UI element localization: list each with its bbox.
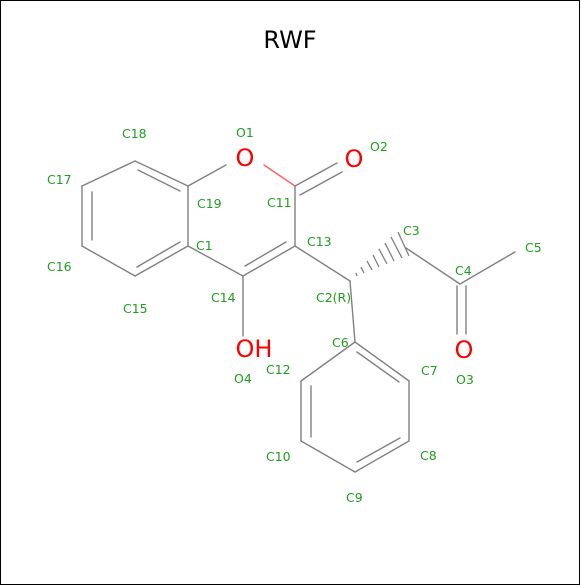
bond-c19-c18 — [134, 160, 189, 187]
atom-label-c8: C8 — [420, 448, 437, 463]
atom-label-c11: C11 — [267, 195, 292, 210]
bond-c14-c1 — [187, 245, 244, 277]
atom-label-c2: C2(R) — [316, 290, 351, 305]
atom-label-c13: C13 — [307, 234, 332, 249]
bond-c11-o2-a — [294, 162, 338, 187]
atom-label-c4: C4 — [455, 263, 472, 278]
atom-label-c5: C5 — [525, 240, 542, 255]
bond-inner-c13-c14 — [244, 241, 287, 267]
atom-label-c10: C10 — [266, 449, 291, 464]
bond-c2-c3-hashed-wedge — [355, 231, 410, 277]
bond-inner-c8-c9 — [356, 437, 401, 463]
ring-oxygen-symbol: O — [236, 144, 255, 172]
atom-label-c6: C6 — [332, 335, 349, 350]
atom-label-c9: C9 — [346, 490, 363, 505]
ketone-oxygen-symbol: O — [455, 336, 474, 364]
bond-c4-c5 — [459, 251, 516, 285]
atom-label-o3: O3 — [456, 372, 474, 387]
atom-label-o4: O4 — [234, 371, 252, 386]
bond-c9-c10 — [300, 440, 356, 473]
bond-c12-c6 — [300, 341, 356, 382]
atom-label-c16: C16 — [47, 259, 72, 274]
atom-label-c18: C18 — [122, 126, 147, 141]
bond-c13-c2 — [294, 245, 351, 282]
atom-label-c1: C1 — [196, 238, 213, 253]
hydroxyl-symbol: OH — [236, 335, 273, 363]
atom-label-o1: O1 — [236, 125, 254, 140]
bond-c11-o2-b — [299, 171, 343, 196]
heteroatom-symbols: O O OH O — [236, 144, 474, 364]
bond-c19-o1 — [187, 164, 227, 187]
atom-label-o2: O2 — [370, 139, 388, 154]
atom-label-c17: C17 — [47, 172, 72, 187]
atom-labels: O1 O2 O3 O4 C1 C2(R) C3 C4 C5 C6 C7 C8 C… — [47, 125, 542, 505]
bond-c6-c7 — [354, 341, 410, 382]
bond-c13-c14 — [242, 245, 296, 277]
atom-label-c15: C15 — [123, 301, 148, 316]
bond-c18-c17 — [81, 160, 136, 187]
bond-o1-c11 — [263, 164, 296, 187]
atom-label-c3: C3 — [403, 223, 420, 238]
bond-c2-c6 — [349, 280, 356, 343]
bond-c8-c9 — [354, 440, 410, 473]
bond-inner-c18-c19 — [137, 169, 181, 192]
bond-c3-c4 — [405, 247, 461, 285]
bond-inner-c15-c1 — [136, 241, 181, 268]
bond-c15-c1 — [134, 245, 189, 277]
bond-c16-c15 — [81, 245, 136, 277]
atom-label-c19: C19 — [197, 196, 222, 211]
carbonyl-oxygen-symbol: O — [345, 145, 364, 173]
atom-label-c12: C12 — [266, 362, 291, 377]
atom-label-c14: C14 — [211, 290, 236, 305]
diagram-title: RWF — [263, 26, 316, 54]
bond-inner-c6-c7 — [356, 351, 400, 383]
atom-label-c7: C7 — [421, 363, 438, 378]
bonds — [81, 160, 516, 473]
